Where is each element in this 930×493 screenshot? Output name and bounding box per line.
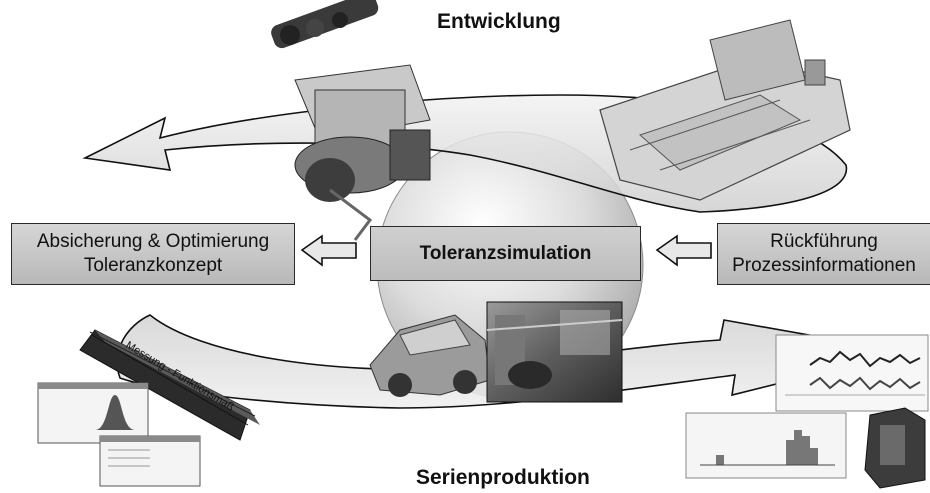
right-box: Rückführung Prozessinformationen <box>717 223 930 285</box>
left-box: Absicherung & Optimierung Toleranzkonzep… <box>11 223 295 285</box>
histogram-chart-image <box>685 412 847 479</box>
center-box: Toleranzsimulation <box>370 226 641 281</box>
time-series-chart-image <box>775 334 929 412</box>
engine-assembly-image <box>271 0 431 241</box>
top-label: Entwicklung <box>437 10 561 33</box>
arrow-to-center-box <box>655 234 712 267</box>
right-box-line1: Rückführung <box>770 231 878 252</box>
right-box-line2: Prozessinformationen <box>732 255 916 276</box>
statistics-screenshot-image <box>37 382 201 487</box>
measured-part-image <box>79 329 260 441</box>
car-body-image <box>369 314 491 397</box>
left-box-line2: Toleranzkonzept <box>83 255 223 276</box>
arrow-to-left-box <box>300 234 357 267</box>
center-box-label: Toleranzsimulation <box>419 242 592 264</box>
bottom-label: Serienproduktion <box>416 466 590 489</box>
factory-photo-image <box>486 301 623 403</box>
car-floor-panel-image <box>599 19 851 201</box>
fixture-image <box>864 407 926 489</box>
left-box-line1: Absicherung & Optimierung <box>36 231 270 252</box>
